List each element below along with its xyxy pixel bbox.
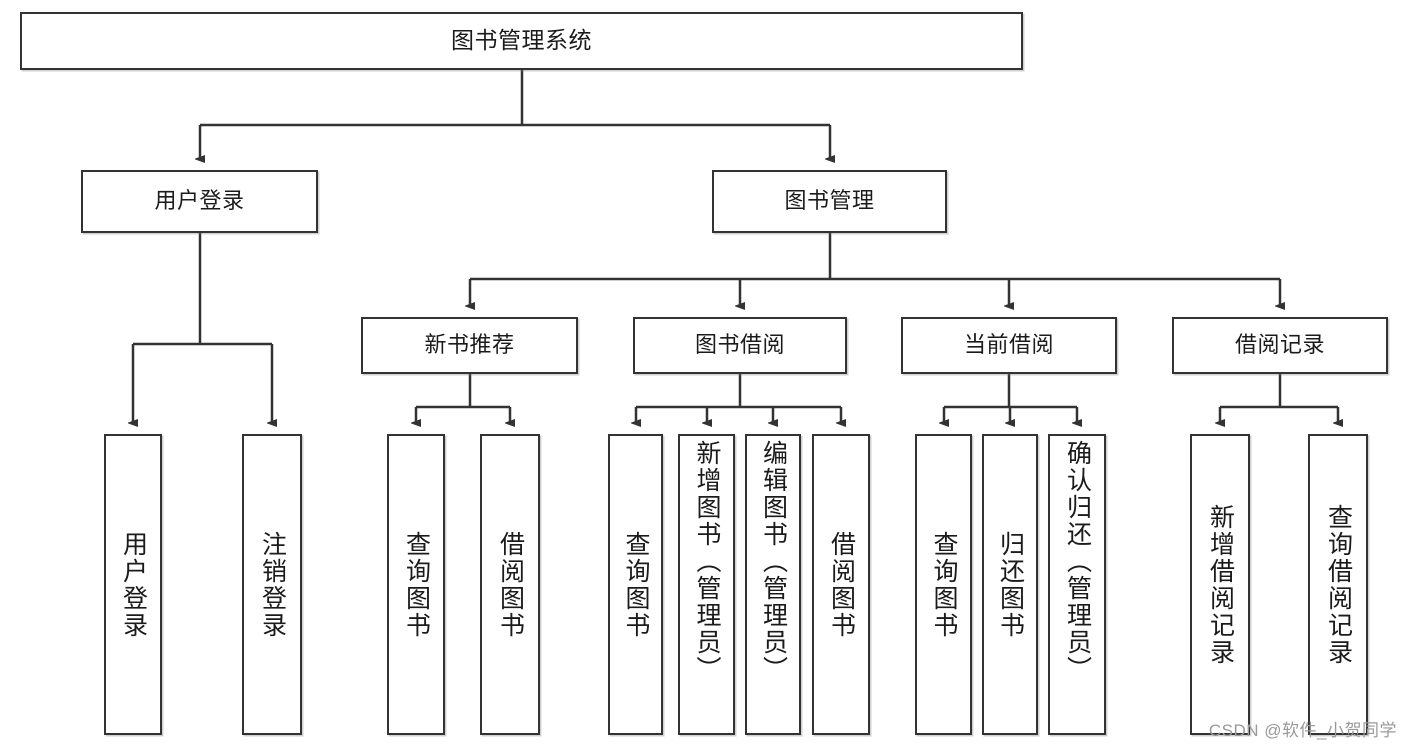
node-borrow-record[interactable]: 借阅记录 [1172,317,1388,374]
node-leaf-add-record[interactable]: 新增借阅记录 [1190,434,1250,735]
node-label: 借阅图书 [496,530,525,639]
node-leaf-confirm-return[interactable]: 确认归还（管理员） [1048,434,1106,735]
node-leaf-borrow-book-1[interactable]: 借阅图书 [480,434,540,735]
node-label: 查询借阅记录 [1324,503,1353,666]
node-label: 借阅图书 [827,530,856,639]
node-label: 新增借阅记录 [1206,503,1235,666]
node-label: 当前借阅 [963,332,1054,358]
node-leaf-edit-book[interactable]: 编辑图书（管理员） [745,434,801,735]
node-label: 图书借阅 [694,332,785,358]
node-leaf-query-book-1[interactable]: 查询图书 [387,434,445,735]
watermark-text: CSDN @软件_小贺同学 [1208,721,1397,740]
node-label: 图书管理系统 [451,27,592,54]
node-book-manage[interactable]: 图书管理 [712,170,947,233]
node-label: 查询图书 [930,530,958,639]
node-label: 新书推荐 [424,332,515,358]
node-leaf-query-record[interactable]: 查询借阅记录 [1308,434,1368,735]
node-leaf-add-book[interactable]: 新增图书（管理员） [678,434,735,735]
node-leaf-logout[interactable]: 注销登录 [242,434,302,735]
node-label: 用户登录 [154,188,245,214]
node-label: 注销登录 [258,530,287,639]
node-user-login[interactable]: 用户登录 [81,170,318,233]
node-leaf-query-book-3[interactable]: 查询图书 [915,434,972,735]
node-label: 查询图书 [622,530,650,639]
node-new-book-rec[interactable]: 新书推荐 [361,317,578,374]
node-label: 确认归还（管理员） [1063,440,1092,683]
node-label: 图书管理 [784,188,875,214]
node-label: 借阅记录 [1234,332,1325,358]
node-current-borrow[interactable]: 当前借阅 [901,317,1117,374]
node-label: 归还图书 [996,530,1025,639]
node-label: 新增图书（管理员） [693,440,721,683]
node-label: 查询图书 [402,530,431,639]
node-book-borrow[interactable]: 图书借阅 [633,317,847,374]
node-label: 编辑图书（管理员） [759,440,788,683]
node-leaf-borrow-book-2[interactable]: 借阅图书 [812,434,870,735]
node-leaf-user-login[interactable]: 用户登录 [104,434,162,735]
node-leaf-return-book[interactable]: 归还图书 [982,434,1038,735]
node-root[interactable]: 图书管理系统 [20,12,1023,70]
node-label: 用户登录 [119,530,148,639]
node-leaf-query-book-2[interactable]: 查询图书 [608,434,663,735]
